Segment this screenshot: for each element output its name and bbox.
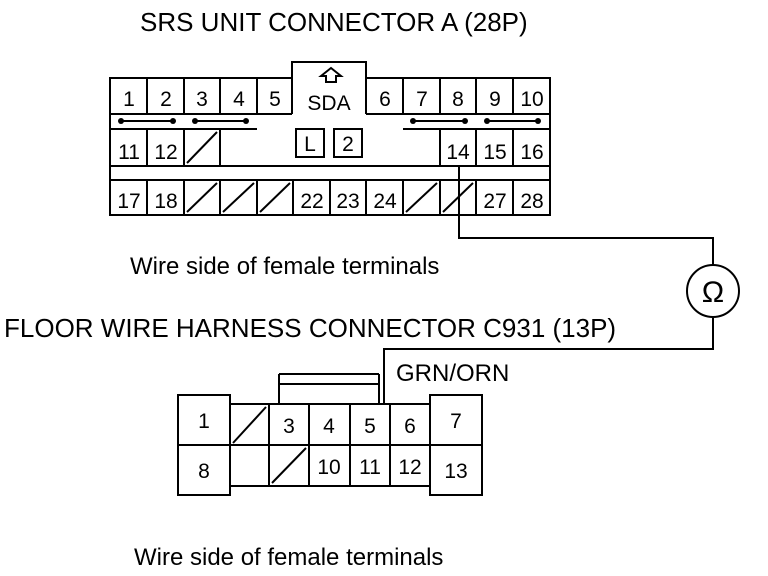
- pin-number: 3: [283, 415, 295, 438]
- pin-number: 6: [404, 415, 416, 438]
- ohmmeter-icon: [686, 264, 740, 318]
- pin-number: 24: [373, 190, 397, 213]
- pin-number: 27: [483, 190, 506, 213]
- pin-number: 9: [489, 88, 501, 111]
- pin-number: 16: [520, 141, 543, 164]
- connector-c931-caption: Wire side of female terminals: [134, 544, 443, 571]
- lock-label-2: 2: [342, 133, 354, 156]
- connector-c931-body: [177, 394, 483, 496]
- pin-number: 22: [300, 190, 323, 213]
- lock-box-2: [333, 128, 363, 158]
- pin-number: 5: [269, 88, 281, 111]
- pin-number: 6: [379, 88, 391, 111]
- connector-c931-title: FLOOR WIRE HARNESS CONNECTOR C931 (13P): [4, 313, 616, 343]
- lock-box-l: [295, 128, 325, 158]
- shorting-bars-a: [118, 118, 541, 124]
- pin-number: 18: [154, 190, 177, 213]
- ohm-symbol: Ω: [702, 276, 724, 309]
- pin-number: 1: [123, 88, 135, 111]
- pin-number: 7: [416, 88, 428, 111]
- connector-c931-pins: 1 3 4 5 6 7 8 10 11 12 13: [198, 410, 468, 483]
- pin-number: 14: [446, 141, 470, 164]
- pin-number: 3: [196, 88, 208, 111]
- pin-number: 10: [317, 456, 340, 479]
- pin-number: 11: [359, 456, 381, 479]
- wire-color-label: GRN/ORN: [396, 360, 509, 387]
- pin-number: 28: [520, 190, 543, 213]
- pin-number: 12: [398, 456, 421, 479]
- sda-label: SDA: [307, 92, 350, 115]
- pin-number: 4: [323, 415, 335, 438]
- pin-number: 12: [154, 141, 177, 164]
- connector-a-pins: 1 2 3 4 5 6 7 8 9 10 11 12 14 15 16 17 1…: [117, 88, 543, 213]
- lock-label-l: L: [304, 133, 316, 156]
- pin-number: 15: [483, 141, 506, 164]
- shorting-bar-c931: [278, 373, 380, 404]
- pin-number: 13: [444, 460, 467, 483]
- pin-number: 7: [450, 410, 462, 433]
- pin-number: 4: [233, 88, 245, 111]
- pin-number: 2: [160, 88, 172, 111]
- pin-number: 11: [118, 141, 140, 164]
- pin-number: 8: [452, 88, 464, 111]
- pin-number: 10: [520, 88, 543, 111]
- pin-number: 17: [117, 190, 140, 213]
- arrow-up-icon: [318, 66, 344, 83]
- pin-number: 5: [364, 415, 376, 438]
- pin-number: 8: [198, 460, 210, 483]
- pin-number: 23: [336, 190, 359, 213]
- pin-number: 1: [198, 410, 210, 433]
- connector-a-body: [109, 61, 551, 216]
- test-leads: [383, 166, 714, 404]
- connector-a-title: SRS UNIT CONNECTOR A (28P): [140, 7, 528, 37]
- connector-a-caption: Wire side of female terminals: [130, 253, 439, 280]
